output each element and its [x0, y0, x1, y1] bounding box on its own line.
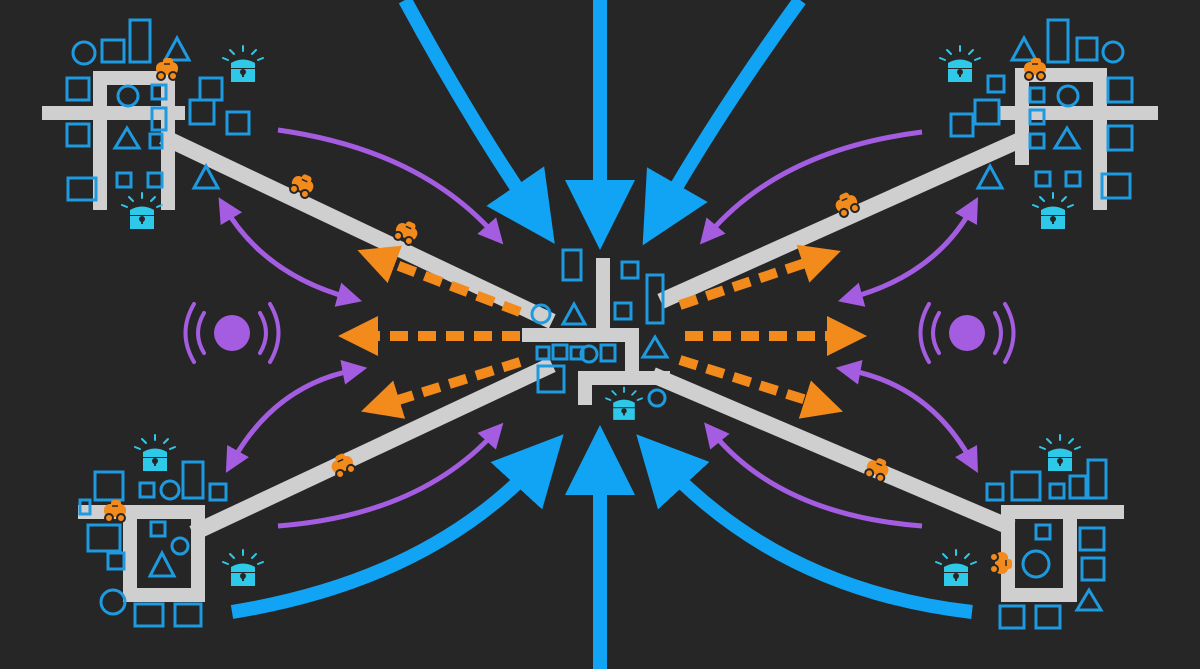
treasure-chest-icon — [222, 549, 264, 587]
signal-right — [918, 302, 1016, 364]
treasure-chest-icon — [121, 192, 163, 230]
hub-bottom-left — [78, 434, 264, 628]
hub-center — [522, 248, 670, 421]
distribution-arrow-right-upper — [678, 244, 841, 310]
treasure-chest-icon — [134, 434, 176, 472]
supply-arrows — [230, 0, 973, 669]
distribution-arrow-right-lower — [678, 355, 843, 419]
supply-arrow-bottom-1 — [230, 434, 564, 619]
signal-arrow-right-upper — [837, 197, 979, 307]
signal-arrow-br-inbound — [704, 422, 923, 529]
distribution-arrows — [337, 244, 868, 419]
road-bottom-right — [649, 367, 1016, 536]
distribution-arrow-left-lower — [360, 357, 522, 419]
signal-arrow-right-lower — [835, 359, 978, 473]
hub-top-left — [42, 18, 264, 230]
distribution-arrow-left-upper — [357, 245, 522, 317]
signal-arrow-left-lower — [225, 360, 368, 473]
supply-arrow-top-3 — [642, 0, 806, 246]
hub-bottom-right — [935, 434, 1124, 630]
treasure-chest-icon — [222, 45, 264, 83]
treasure-chest-icon — [1032, 192, 1074, 230]
signal-arrows — [218, 127, 979, 529]
signal-arrow-tr-inbound — [699, 129, 923, 245]
hub-top-right — [939, 18, 1158, 230]
signal-arrow-bl-inbound — [277, 422, 504, 529]
road-bottom-left — [189, 357, 556, 541]
signal-arrow-left-upper — [218, 197, 363, 307]
signal-left — [183, 302, 281, 364]
treasure-chest-icon — [939, 45, 981, 83]
treasure-chest-icon — [605, 386, 643, 421]
treasure-chest-icon — [935, 549, 977, 587]
signal-arrow-tl-inbound — [277, 127, 504, 245]
supply-arrow-top-1 — [398, 0, 555, 244]
supply-arrow-bottom-3 — [636, 434, 973, 619]
treasure-chest-icon — [1039, 434, 1081, 472]
